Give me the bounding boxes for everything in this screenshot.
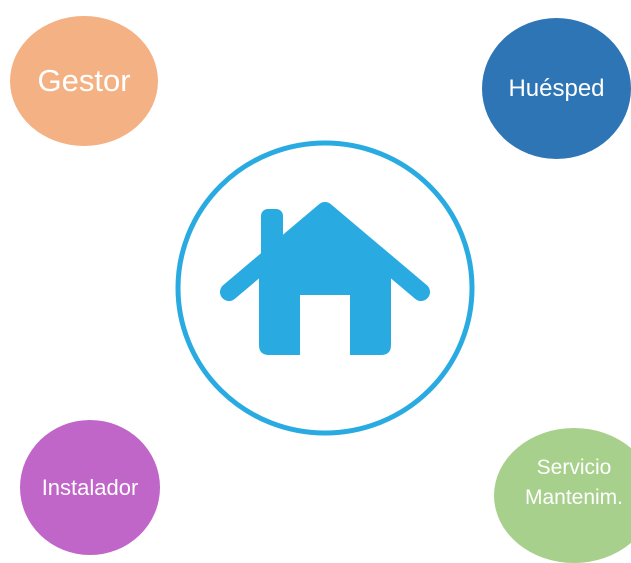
hub-ring [175, 140, 475, 436]
role-huesped: Huésped [482, 18, 631, 159]
role-gestor: Gestor [10, 16, 158, 146]
central-hub [174, 139, 476, 437]
house-body [259, 219, 391, 355]
house-roof [220, 202, 430, 301]
role-instalador: Instalador [20, 420, 160, 555]
house-shape [220, 202, 430, 355]
house-icon [175, 140, 475, 436]
role-gestor-label: Gestor [37, 63, 131, 98]
role-huesped-label: Huésped [508, 74, 605, 102]
role-instalador-label: Instalador [41, 474, 139, 500]
role-servicio-label-line2: Mantenim. [524, 486, 624, 510]
role-servicio-label-line1: Servicio [536, 456, 612, 479]
role-servicio-mantenimiento: Servicio Mantenim. [494, 428, 631, 563]
